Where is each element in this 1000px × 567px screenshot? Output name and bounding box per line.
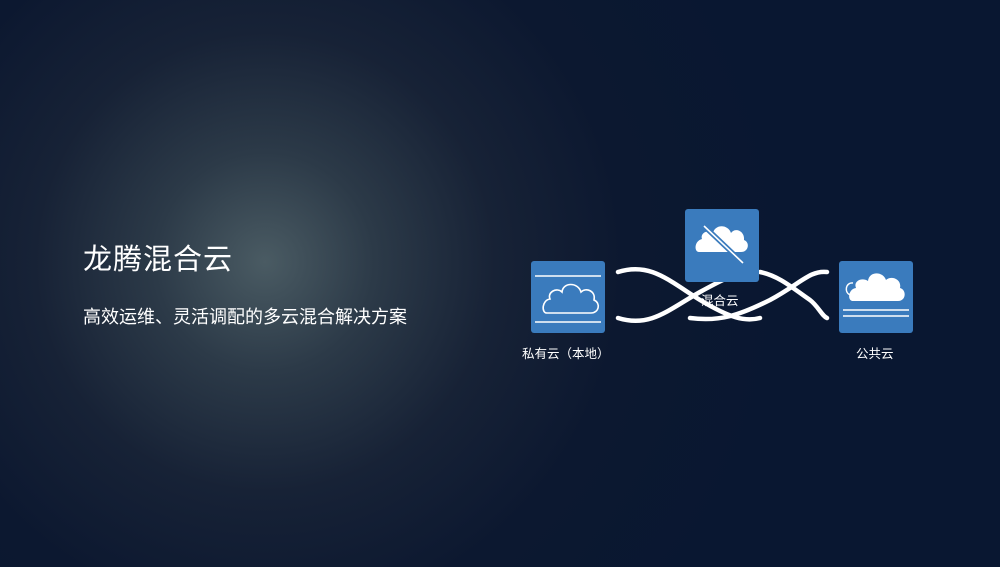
private-cloud-label: 私有云（本地） xyxy=(522,346,610,361)
public-cloud-label: 公共云 xyxy=(856,346,894,361)
hybrid-cloud-node xyxy=(685,209,759,282)
cloud-server-icon xyxy=(535,275,601,323)
connector-right xyxy=(687,269,830,322)
private-cloud-tile xyxy=(531,261,605,333)
hybrid-cloud-label: 混合云 xyxy=(701,293,739,308)
hybrid-cloud-icon xyxy=(695,224,748,265)
hero-subtitle: 高效运维、灵活调配的多云混合解决方案 xyxy=(83,307,407,328)
private-cloud-node xyxy=(531,261,605,333)
public-cloud-node xyxy=(839,261,913,333)
cloud-stack-icon xyxy=(843,273,909,317)
hero-title: 龙腾混合云 xyxy=(83,242,234,276)
